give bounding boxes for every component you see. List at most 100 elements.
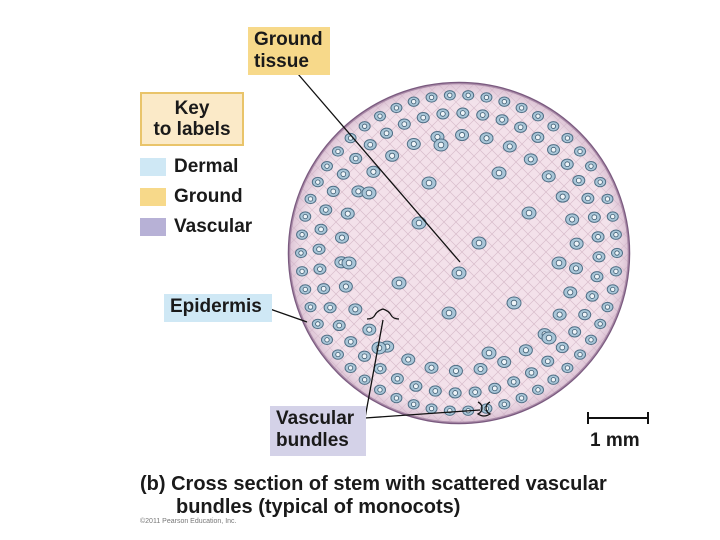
vascular-bundle-core — [517, 124, 524, 131]
vascular-bundle-core — [573, 240, 580, 247]
vascular-bundle-core — [445, 309, 453, 317]
vascular-bundle-core — [506, 143, 513, 150]
vascular-bundle-core — [564, 365, 571, 371]
vascular-bundle-core — [302, 286, 308, 293]
vascular-bundle-core — [345, 259, 353, 267]
vascular-bundle-core — [447, 92, 453, 98]
vascular-bundle-core — [569, 216, 576, 223]
key-title-line-2: to labels — [153, 119, 231, 140]
vascular-bundle-core — [604, 304, 611, 310]
vascular-bundle-core — [597, 179, 603, 185]
vascular-bundle-core — [485, 349, 493, 357]
vascular-bundle-core — [370, 168, 377, 175]
vascular-bundle-core — [483, 135, 490, 142]
vascular-bracket — [476, 401, 492, 417]
vascular-bundle-core — [571, 329, 578, 335]
vascular-bundle-core — [362, 123, 368, 129]
vascular-bundle-core — [413, 383, 419, 390]
vascular-bundle-core — [307, 304, 314, 310]
vascular-bundle-core — [577, 351, 583, 358]
vascular-bundle-core — [405, 356, 412, 363]
vascular-bundle-core — [452, 367, 459, 374]
vascular-bundle-core — [437, 141, 445, 149]
vascular-bundle-core — [604, 196, 611, 202]
epidermis-leader — [269, 308, 308, 323]
ground-tissue-line-1: Ground — [254, 29, 323, 50]
vascular-bundle-core — [340, 171, 347, 177]
vascular-bundle-core — [415, 219, 423, 227]
vascular-bundle-core — [522, 347, 529, 354]
vascular-bundle-core — [299, 232, 305, 238]
copyright-notice: ©2011 Pearson Education, Inc. — [140, 518, 237, 525]
vascular-bundle-core — [491, 385, 498, 392]
vascular-bundle-core — [555, 259, 563, 267]
vascular-bundle-core — [479, 112, 486, 118]
vascular-bundle-core — [614, 250, 620, 256]
vascular-bundle-group — [295, 90, 623, 416]
vascular-bundle-core — [544, 358, 551, 365]
scale-bar-label: 1 mm — [590, 430, 640, 451]
vascular-bundle-core — [335, 351, 341, 358]
key-label-dermal: Dermal — [174, 156, 239, 177]
key-swatch-vascular — [140, 218, 166, 236]
vascular-bundle-core — [440, 111, 446, 117]
vascular-bundle-core — [595, 234, 601, 240]
key-swatch-ground — [140, 188, 166, 206]
vascular-bundle-core — [559, 344, 566, 351]
vascular-bundle-core — [335, 148, 341, 155]
vascular-bundle-core — [588, 163, 594, 169]
vascular-bundle-core — [411, 401, 417, 407]
vascular-bundle-core — [535, 134, 541, 141]
vascular-bundle-core — [307, 196, 314, 202]
vascular-bundle-core — [395, 279, 403, 287]
vascular-bundle-core — [394, 375, 401, 382]
vascular-bundle-core — [393, 105, 400, 111]
vascular-bundles-line-1: Vascular — [276, 408, 355, 429]
vascular-bundle-core — [367, 141, 374, 148]
vascular-bundle-core — [420, 114, 427, 121]
vascular-bundle-core — [596, 254, 602, 260]
vascular-bundle-core — [298, 250, 304, 256]
vascular-bundle-core — [581, 311, 588, 318]
vascular-bundle-core — [613, 268, 619, 274]
vascular-bundle-core — [425, 179, 433, 187]
vascular-bundle-core — [455, 269, 463, 277]
vascular-bundle-core — [591, 214, 598, 221]
ground-tissue-leader — [297, 73, 461, 263]
epidermis-label: Epidermis — [164, 294, 272, 322]
vascular-bundle-core — [613, 232, 619, 238]
vascular-bundle-core — [361, 353, 368, 360]
vascular-bundle-core — [510, 299, 518, 307]
vascular-bundle-core — [577, 148, 583, 155]
vascular-bundle-core — [588, 337, 594, 343]
epidermis-bracket — [366, 308, 400, 320]
vascular-bundle-core — [362, 377, 368, 383]
vascular-bundle-core — [315, 321, 321, 327]
vascular-bundle-core — [428, 94, 435, 101]
vascular-bundle-core — [460, 110, 466, 116]
vascular-bundle-core — [575, 177, 582, 184]
vascular-bundle-core — [401, 121, 408, 127]
vascular-bundle-core — [594, 273, 600, 280]
vascular-bundle-core — [393, 395, 400, 401]
vascular-bundle-core — [347, 365, 354, 371]
vascular-bundle-core — [550, 123, 556, 129]
key-title-box: Key to labels — [140, 92, 244, 146]
vascular-bundle-core — [336, 322, 343, 329]
vascular-bundle-core — [545, 334, 553, 342]
vascular-bundle-core — [559, 193, 566, 200]
vascular-bundle-core — [355, 188, 362, 195]
figure-caption: (b) Cross section of stem with scattered… — [140, 473, 700, 519]
vascular-bundle-core — [589, 293, 596, 299]
key-swatch-dermal — [140, 158, 166, 176]
vascular-bundle-core — [564, 135, 571, 141]
vascular-bundle-core — [483, 94, 490, 101]
vascular-bundle-core — [342, 283, 349, 290]
vascular-bundle-core — [377, 387, 383, 393]
vascular-bundle-core — [597, 321, 603, 327]
vascular-bundle-core — [352, 155, 359, 162]
vascular-bundle-core — [320, 285, 327, 292]
vascular-bundle-core — [452, 390, 458, 396]
key-title-line-1: Key — [174, 98, 210, 119]
ground-tissue-label: Ground tissue — [248, 27, 330, 75]
